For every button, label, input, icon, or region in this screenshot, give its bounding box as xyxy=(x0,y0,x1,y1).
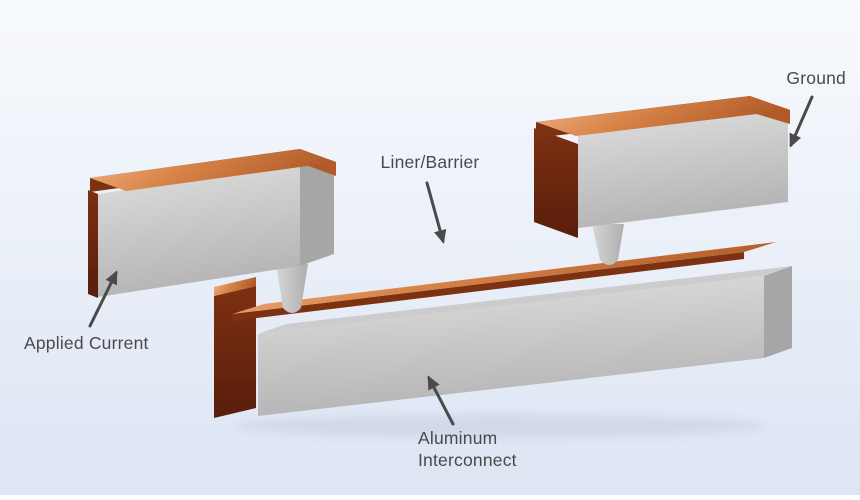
liner-barrier-label: Liner/Barrier xyxy=(381,152,480,172)
left-electrode-side-face xyxy=(300,163,334,266)
applied-current-arrow xyxy=(88,270,118,328)
applied-current-electrode xyxy=(88,149,336,298)
via-right xyxy=(592,224,624,265)
aluminum-interconnect-label-line2: Interconnect xyxy=(418,450,517,470)
ground-label: Ground xyxy=(786,68,846,88)
aluminum-interconnect-label-line1: Aluminum xyxy=(418,428,497,448)
via-left xyxy=(276,264,308,313)
liner-strip-front-edge xyxy=(232,252,744,321)
aluminum-interconnect-arrow xyxy=(427,375,455,426)
liner-strip-top-face xyxy=(232,242,776,314)
liner-left-end-top-face xyxy=(214,277,256,296)
liner-barrier-arrow xyxy=(425,181,447,244)
liner-left-end-face xyxy=(214,286,256,418)
right-electrode-liner-face xyxy=(534,128,578,238)
right-electrode-front-face xyxy=(578,108,788,228)
left-electrode-cap-top-face xyxy=(90,149,336,191)
bar-front-face xyxy=(258,276,764,416)
bar-top-face xyxy=(258,266,792,334)
left-electrode-front-face xyxy=(98,163,300,297)
ground-arrow xyxy=(789,95,814,148)
bar-shadow xyxy=(232,414,768,438)
bar-right-face xyxy=(764,266,792,358)
ground-electrode xyxy=(534,96,790,238)
left-electrode-liner-face xyxy=(88,190,98,298)
aluminum-interconnect xyxy=(258,266,792,416)
annotations: Ground Liner/Barrier Applied Current Alu… xyxy=(24,68,846,470)
liner-barrier xyxy=(214,242,776,418)
right-electrode-cap-top-face xyxy=(536,96,790,136)
applied-current-label: Applied Current xyxy=(24,333,149,353)
